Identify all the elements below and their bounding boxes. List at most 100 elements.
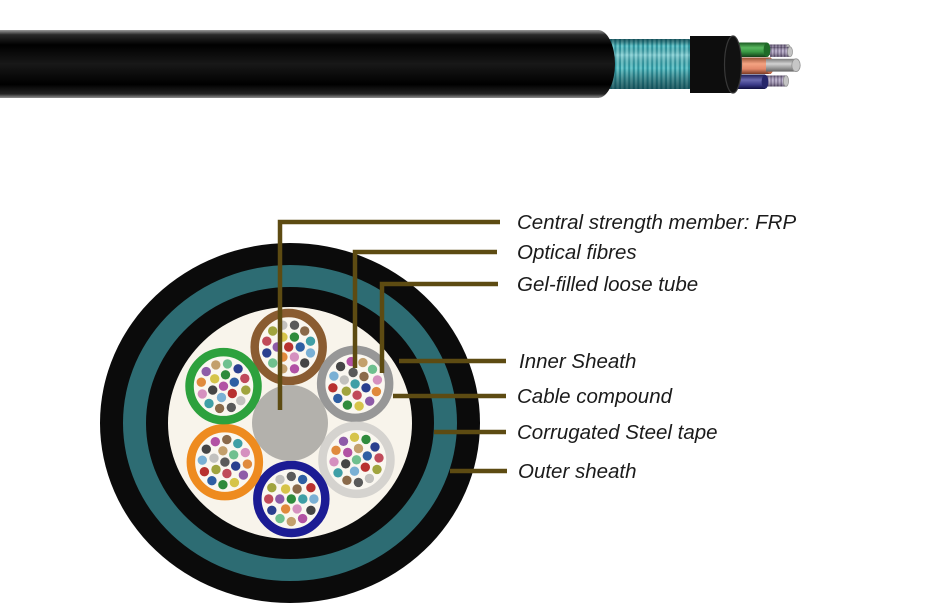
leader-gel-filled-loose-tube bbox=[379, 281, 498, 373]
optical-fibre-dot bbox=[262, 336, 272, 346]
optical-fibre-dot bbox=[286, 494, 296, 504]
optical-fibre-dot bbox=[241, 385, 251, 395]
leader-optical-fibres bbox=[352, 249, 497, 368]
optical-fibre-dot bbox=[196, 377, 206, 387]
label-corrugated-steel-tape: Corrugated Steel tape bbox=[517, 421, 718, 444]
optical-fibre-dot bbox=[300, 326, 310, 336]
optical-fibre-dot bbox=[353, 477, 364, 488]
optical-fibre-dot bbox=[199, 467, 210, 477]
loose-tube-navy-end bbox=[761, 74, 769, 89]
optical-fibre-dot bbox=[216, 392, 227, 403]
optical-fibre-dot bbox=[284, 342, 294, 352]
optical-fibre-dot bbox=[342, 475, 352, 485]
optical-fibre-dot bbox=[238, 470, 249, 480]
optical-fibre-dot bbox=[333, 468, 343, 478]
optical-fibre-dot bbox=[211, 464, 221, 475]
optical-fibre-dot bbox=[218, 480, 228, 490]
optical-fibre-dot bbox=[233, 438, 243, 449]
loose-tube-green bbox=[733, 42, 767, 57]
optical-fibre-dot bbox=[306, 483, 316, 493]
label-inner-sheath: Inner Sheath bbox=[519, 350, 636, 373]
optical-fibre-dot bbox=[220, 370, 231, 380]
optical-fibre-dot bbox=[305, 336, 316, 346]
optical-fibre-dot bbox=[286, 471, 296, 482]
optical-fibre-dot bbox=[351, 455, 362, 465]
optical-fibre-dot bbox=[229, 450, 239, 460]
optical-fibre-dot bbox=[268, 326, 278, 336]
optical-fibre-dot bbox=[343, 447, 353, 458]
optical-fibre-dot bbox=[204, 398, 214, 409]
optical-fibre-dot bbox=[227, 388, 237, 399]
optical-fibre-dot bbox=[342, 400, 353, 410]
label-cable-compound: Cable compound bbox=[517, 385, 673, 408]
optical-fibre-dot bbox=[264, 494, 274, 504]
navy-tube bbox=[253, 460, 330, 538]
optical-fibre-dot bbox=[201, 366, 211, 377]
cable-outer-sheath-section bbox=[0, 30, 615, 98]
optical-fibre-dot bbox=[360, 462, 370, 472]
optical-fibre-dot bbox=[352, 390, 362, 400]
optical-fibre-dot bbox=[233, 364, 243, 374]
optical-fibre-dot bbox=[329, 371, 339, 381]
optical-fibre-dot bbox=[372, 375, 383, 385]
optical-fibre-dot bbox=[240, 373, 250, 384]
optical-fibre-dot bbox=[354, 401, 364, 411]
optical-fibre-dot bbox=[364, 473, 375, 484]
optical-fibre-dot bbox=[231, 461, 241, 471]
cable-loose-tubes-group bbox=[733, 42, 801, 89]
optical-fibre-dot bbox=[309, 494, 319, 504]
optical-fibre-dot bbox=[372, 464, 382, 475]
label-central-strength-member: Central strength member: FRP bbox=[517, 211, 796, 234]
optical-fibre-dot bbox=[306, 505, 316, 515]
silver-tube bbox=[318, 421, 395, 499]
optical-fibre-dot bbox=[339, 375, 349, 385]
cable-photo bbox=[0, 30, 801, 98]
optical-fibre-dot bbox=[367, 364, 378, 374]
cable-inner-sheath-section bbox=[690, 35, 743, 94]
leader-lines bbox=[277, 219, 507, 474]
optical-fibre-dot bbox=[289, 320, 300, 330]
optical-fibre-dot bbox=[338, 436, 349, 446]
optical-fibre-dot bbox=[207, 476, 217, 486]
optical-fibre-dot bbox=[218, 381, 229, 391]
loose-tube-salmon bbox=[733, 57, 771, 74]
optical-fibre-dot bbox=[297, 513, 308, 524]
optical-fibre-dot bbox=[209, 453, 219, 463]
optical-fibre-dot bbox=[197, 455, 207, 465]
optical-fibre-dot bbox=[289, 364, 300, 374]
orange-tube bbox=[186, 423, 264, 501]
optical-fibre-dot bbox=[280, 484, 291, 494]
optical-fibre-dot bbox=[214, 403, 225, 414]
optical-fibre-dot bbox=[222, 468, 232, 479]
optical-fibre-dot bbox=[333, 393, 343, 404]
optical-fibre-dot bbox=[361, 383, 371, 393]
optical-fibre-dot bbox=[358, 357, 368, 368]
optical-fibre-dot bbox=[226, 402, 236, 413]
optical-fibre-dot bbox=[201, 444, 211, 454]
optical-fibre-dot bbox=[329, 457, 339, 467]
leader-central-strength-member bbox=[277, 219, 500, 410]
optical-fibre-dot bbox=[349, 432, 360, 442]
optical-fibre-dot bbox=[359, 371, 369, 382]
optical-fibre-dot bbox=[275, 494, 285, 504]
optical-fibre-dot bbox=[289, 332, 300, 342]
optical-fibre-dot bbox=[370, 442, 380, 452]
frp-rod bbox=[766, 58, 796, 72]
optical-fibre-dot bbox=[218, 446, 228, 456]
cross-section bbox=[100, 243, 480, 603]
optical-fibre-dot bbox=[341, 459, 351, 469]
optical-fibre-dot bbox=[371, 386, 382, 397]
optical-fibre-dot bbox=[222, 434, 232, 445]
optical-fibre-dot bbox=[305, 348, 316, 358]
labels: Central strength member: FRP Optical fib… bbox=[517, 211, 796, 483]
optical-fibre-dot bbox=[353, 443, 364, 454]
label-gel-filled-loose-tube: Gel-filled loose tube bbox=[517, 273, 698, 296]
cable-steel-tape-section bbox=[601, 39, 698, 89]
optical-fibre-dot bbox=[300, 358, 310, 368]
optical-fibre-dot bbox=[262, 348, 272, 358]
optical-fibre-dot bbox=[374, 453, 384, 463]
optical-fibre-dot bbox=[295, 342, 305, 352]
optical-fibre-dot bbox=[211, 360, 221, 370]
